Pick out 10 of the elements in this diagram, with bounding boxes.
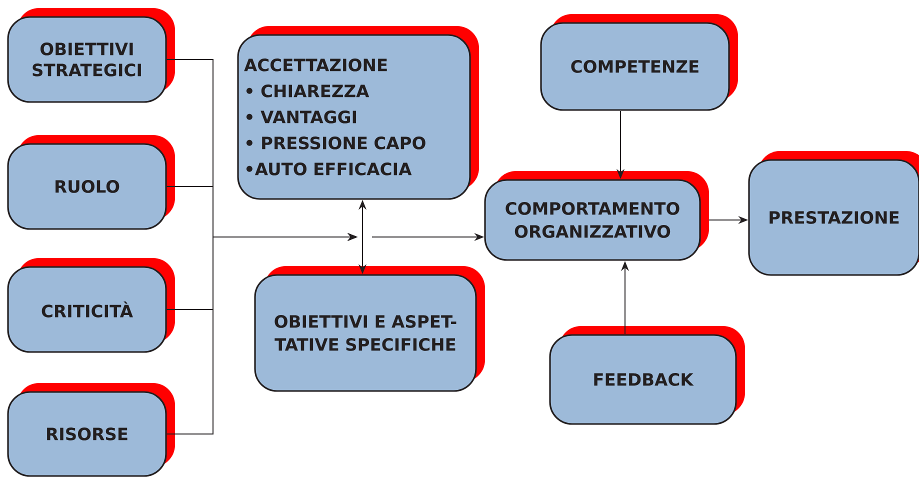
rounded-box: FEEDBACK <box>549 326 745 425</box>
rounded-box: RISORSE <box>7 383 175 477</box>
rounded-box: COMPETENZE <box>540 14 738 111</box>
rounded-box: RUOLO <box>7 135 175 230</box>
rounded-box: CRITICITÀ <box>7 258 175 353</box>
rounded-box: OBIETTIVI E ASPET-TATIVE SPECIFICHE <box>254 266 485 392</box>
rounded-box: PRESTAZIONE <box>748 151 919 276</box>
rounded-box: COMPORTAMENTO ORGANIZZATIVO <box>484 171 709 261</box>
rounded-box: OBIETTIVI STRATEGICI <box>7 8 175 103</box>
rounded-box: ACCETTAZIONE • CHIAREZZA • VANTAGGI • PRESSIONE CAPO •AUTO EFFICACIA <box>237 26 479 200</box>
